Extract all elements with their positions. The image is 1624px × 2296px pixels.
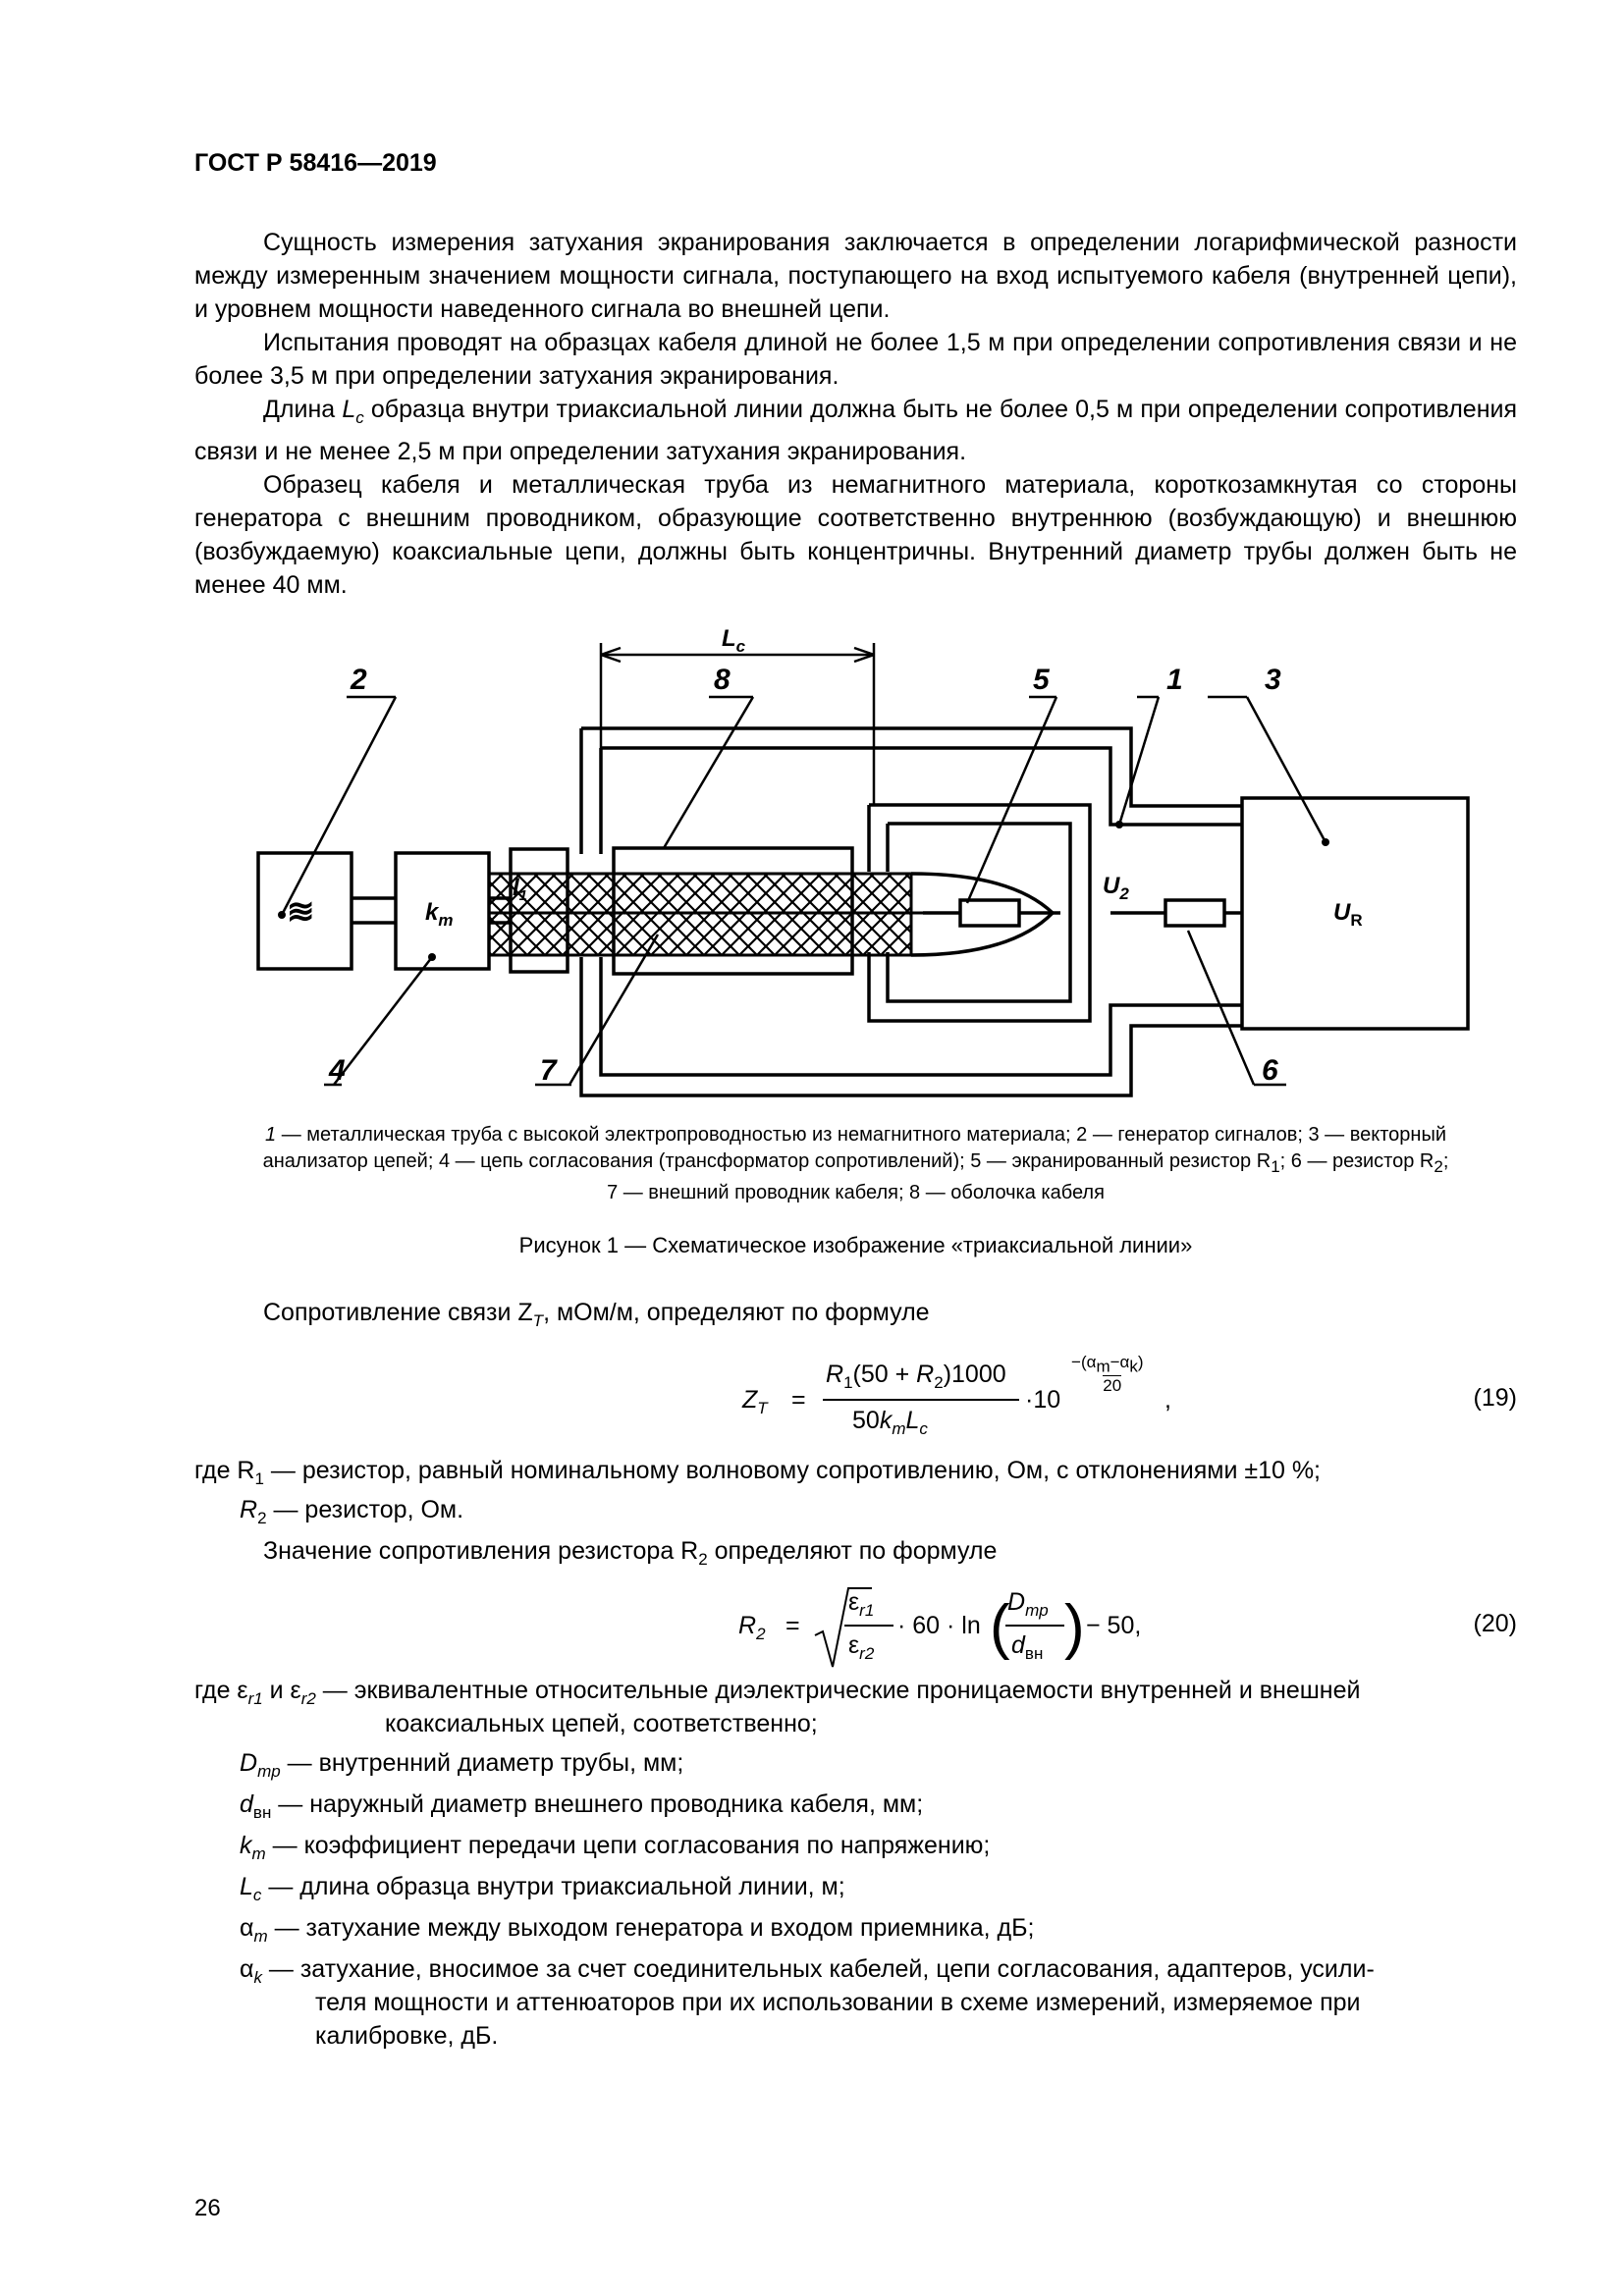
def-dmp: Dmp — внутренний диаметр трубы, мм;	[240, 1749, 684, 1781]
generator-icon: ≋	[287, 893, 315, 931]
paragraph-3: Длина Lc образца внутри триаксиальной ли…	[194, 396, 1518, 465]
legend-num-1: 1	[265, 1124, 277, 1146]
page-number: 26	[194, 2195, 221, 2221]
label-lc: Lc	[722, 628, 746, 656]
signal-generator-box	[256, 851, 353, 971]
formula-19-number: (19)	[1473, 1384, 1517, 1412]
r2-intro: Значение сопротивления резистора R2 опре…	[263, 1537, 998, 1569]
triaxial-line-diagram: 2 8 5 1 3 4 7 6 Lc km U2 UR l1 ≋	[256, 628, 1470, 1097]
def-r1: где R1 — резистор, равный номинальному в…	[194, 1457, 1322, 1488]
label-4: 4	[328, 1054, 346, 1087]
def-am: αm — затухание между выходом генератора …	[240, 1914, 1035, 1946]
label-ur: UR	[1333, 899, 1363, 930]
resistor-r2	[1164, 898, 1226, 928]
label-6: 6	[1262, 1054, 1278, 1087]
label-km: km	[425, 899, 453, 930]
label-5: 5	[1033, 664, 1051, 696]
paragraph-1: Сущность измерения затухания экранирован…	[194, 229, 1517, 323]
outer-tube-outline	[581, 726, 1242, 808]
paragraph-4: Образец кабеля и металлическая труба из …	[194, 471, 1517, 599]
resistor-r1	[958, 898, 1021, 928]
document-header: ГОСТ Р 58416—2019	[194, 149, 437, 177]
label-2: 2	[350, 664, 367, 696]
def-eps-cont: коаксиальных цепей, соответственно;	[385, 1710, 818, 1737]
paragraph-2: Испытания проводят на образцах кабеля дл…	[194, 329, 1517, 390]
figure-title: Рисунок 1 — Схематическое изображение «т…	[518, 1233, 1193, 1257]
formula-20: R2 = εr1 εr2 · 60 · ln ( Dmp dвн ) − 50,	[738, 1578, 1151, 1673]
label-u2: U2	[1103, 873, 1129, 903]
formula-19: ZT = R1(50 + R2)1000 50kmLc ·10 −(αm−αk)…	[742, 1353, 1171, 1438]
def-km: km — коэффициент передачи цепи согласова…	[240, 1832, 991, 1863]
def-ak-cont2: калибровке, дБ.	[315, 2022, 499, 2050]
figure-legend: 1 — металлическая труба с высокой электр…	[262, 1124, 1449, 1203]
formula-20-number: (20)	[1473, 1610, 1517, 1637]
def-r2: R2 — резистор, Ом.	[240, 1496, 464, 1527]
def-lc: Lc — длина образца внутри триаксиальной …	[240, 1873, 845, 1904]
label-l1: l1	[513, 875, 527, 904]
def-eps: где εr1 и εr2 — эквивалентные относитель…	[194, 1677, 1361, 1708]
label-8: 8	[714, 664, 731, 696]
label-7: 7	[540, 1054, 558, 1087]
zt-intro: Сопротивление связи ZT, мОм/м, определяю…	[263, 1299, 930, 1330]
def-ak: αk — затухание, вносимое за счет соедини…	[240, 1955, 1375, 1987]
def-ak-cont1: теля мощности и аттенюаторов при их испо…	[315, 1989, 1361, 2016]
intro-text: Сущность измерения затухания экранирован…	[194, 226, 1517, 602]
def-dvn: dвн — наружный диаметр внешнего проводни…	[240, 1790, 924, 1822]
label-1: 1	[1166, 664, 1183, 696]
label-3: 3	[1265, 664, 1281, 696]
